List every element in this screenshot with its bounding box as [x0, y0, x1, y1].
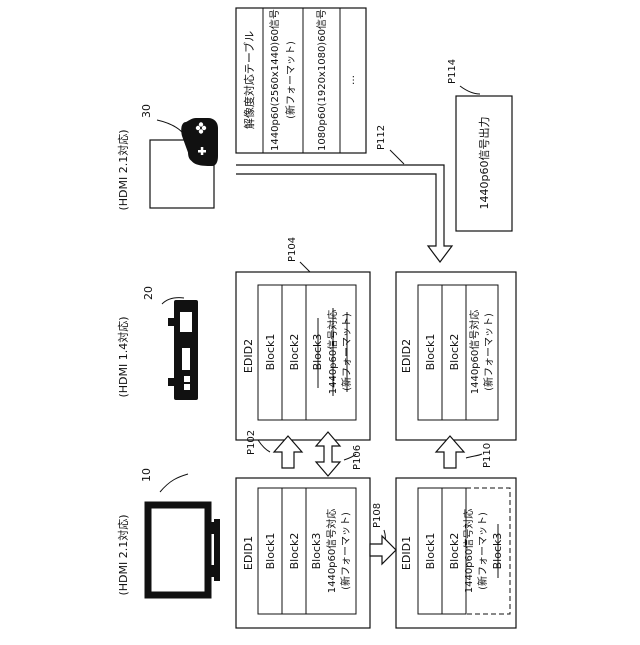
p102-label: P102	[246, 430, 257, 455]
tv-device: (HDMI 2.1対応) 10	[116, 468, 220, 596]
arrow-p110: P110	[436, 436, 493, 468]
console-device: (HDMI 2.1対応) 30	[116, 104, 218, 211]
p112-label: P112	[376, 125, 387, 150]
edid1-after-title: EDID1	[400, 536, 413, 570]
output-signal-label: 1440p60信号出力	[477, 117, 491, 210]
edid2-after-block2: Block2	[448, 334, 461, 371]
edid1-after-1440p: 1440p60信号対応	[462, 509, 475, 594]
output-signal-box: P114 1440p60信号出力	[447, 59, 512, 231]
recorder-device-icon	[168, 300, 198, 400]
edid2-after-block1: Block1	[424, 334, 437, 371]
edid1-before-panel: EDID1 Block1 Block2 Block3 1440p60信号対応 (…	[236, 478, 370, 628]
edid1-after-panel: EDID1 Block1 Block2 1440p60信号対応 (新フォーマット…	[396, 478, 516, 628]
resolution-table-title: 解像度対応テーブル	[242, 31, 256, 129]
edid2-before-block1: Block1	[264, 334, 277, 371]
recorder-ref: 20	[142, 286, 155, 300]
edid1-after-new-format: (新フォーマット)	[476, 512, 489, 590]
resolution-row-ellipsis: …	[346, 75, 357, 85]
resolution-table: 解像度対応テーブル 1440p60(2560x1440)60信号 (新フォーマッ…	[236, 8, 366, 153]
edid1-before-title: EDID1	[242, 536, 255, 570]
edid2-after-title: EDID2	[400, 339, 413, 373]
p110-label: P110	[482, 443, 493, 468]
edid1-before-block3: Block3	[310, 533, 323, 570]
edid2-after-1440p: 1440p60信号対応	[468, 310, 481, 395]
edid2-before-title: EDID2	[242, 339, 255, 373]
console-ref: 30	[140, 104, 153, 118]
console-label: (HDMI 2.1対応)	[116, 129, 130, 210]
edid1-after-block1: Block1	[424, 533, 437, 570]
tv-ref: 10	[140, 468, 153, 482]
television-icon	[148, 505, 220, 595]
p104-label: P104	[287, 237, 298, 262]
arrow-p108: P108	[370, 503, 396, 564]
p106-label: P106	[352, 445, 363, 470]
edid1-after-block2: Block2	[448, 533, 461, 570]
edid1-before-block2: Block2	[288, 533, 301, 570]
recorder-device: (HDMI 1.4対応) 20	[116, 286, 198, 400]
resolution-row-1080p: 1080p60(1920x1080)60信号	[316, 9, 328, 151]
edid1-before-block1: Block1	[264, 533, 277, 570]
edid2-before-block2: Block2	[288, 334, 301, 371]
tv-label: (HDMI 2.1対応)	[116, 514, 130, 595]
p108-label: P108	[372, 503, 383, 528]
edid2-after-new-format: (新フォーマット)	[482, 313, 495, 391]
edid2-after-panel: EDID2 Block1 Block2 1440p60信号対応 (新フォーマット…	[396, 272, 516, 440]
edid1-before-1440p: 1440p60信号対応	[325, 509, 338, 594]
p114-label: P114	[447, 59, 458, 84]
edid2-before-panel: P104 EDID2 Block1 Block2 Block3 1440p60信…	[236, 237, 370, 440]
recorder-label: (HDMI 1.4対応)	[116, 316, 130, 397]
edid1-before-new-format: (新フォーマット)	[339, 512, 352, 590]
resolution-row-1440p: 1440p60(2560x1440)60信号	[269, 9, 281, 151]
resolution-row-new-format: (新フォーマット)	[284, 41, 297, 119]
